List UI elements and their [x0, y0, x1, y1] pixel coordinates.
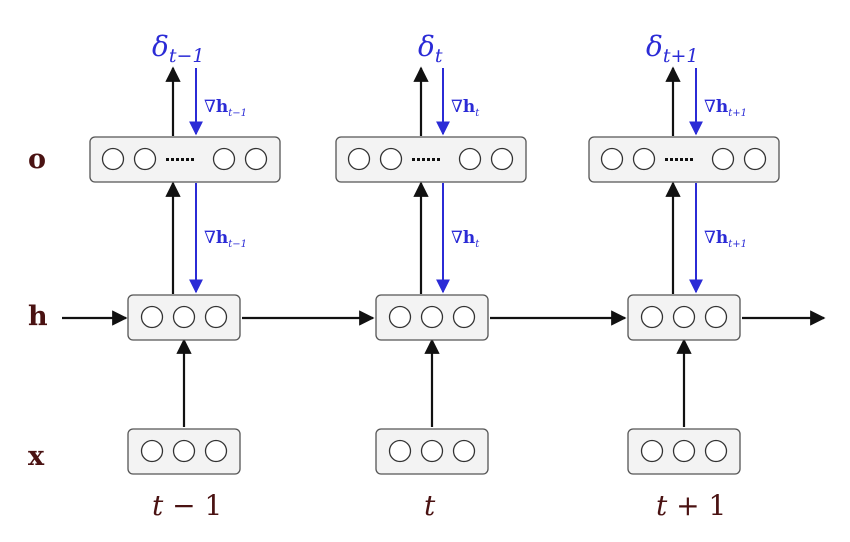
neuron [452, 439, 476, 463]
gradient-label-lower: ∇ht+1 [704, 228, 747, 250]
neuron [600, 147, 624, 171]
neuron [420, 439, 444, 463]
neuron [640, 439, 664, 463]
neuron [133, 147, 157, 171]
neuron [704, 439, 728, 463]
neuron [347, 147, 371, 171]
gradient-label-upper: ∇ht−1 [204, 97, 247, 119]
gradient-label-upper: ∇ht [451, 97, 480, 119]
delta-label: δt−1 [152, 30, 205, 67]
o-box [89, 136, 281, 183]
neuron [420, 305, 444, 329]
neuron [672, 305, 696, 329]
neuron [140, 305, 164, 329]
neuron [204, 439, 228, 463]
neuron [140, 439, 164, 463]
time-step-t: δt ∇ht ∇ht t [335, 30, 527, 522]
neuron [172, 305, 196, 329]
o-box [588, 136, 780, 183]
neuron [388, 439, 412, 463]
neuron [172, 439, 196, 463]
neuron [452, 305, 476, 329]
neuron [632, 147, 656, 171]
delta-label: δt+1 [646, 30, 699, 67]
time-label: t − 1 [152, 489, 222, 522]
ellipsis-dots [412, 158, 440, 161]
neuron [490, 147, 514, 171]
neuron [711, 147, 735, 171]
neuron [458, 147, 482, 171]
neuron [388, 305, 412, 329]
neuron [101, 147, 125, 171]
row-label-h: h [28, 301, 48, 332]
row-label-o: o [28, 144, 46, 175]
neuron [672, 439, 696, 463]
time-step-t-minus-1: δt−1 ∇ht−1 ∇ht−1 t − 1 [89, 30, 281, 522]
o-box [335, 136, 527, 183]
neuron [204, 305, 228, 329]
neuron [704, 305, 728, 329]
row-label-x: x [28, 441, 45, 472]
ellipsis-dots [166, 158, 194, 161]
time-label: t [424, 489, 436, 522]
neuron [743, 147, 767, 171]
gradient-label-lower: ∇ht [451, 228, 480, 250]
delta-label: δt [418, 30, 443, 67]
neuron [244, 147, 268, 171]
neuron [212, 147, 236, 171]
time-step-t-plus-1: δt+1 ∇ht+1 ∇ht+1 t + 1 [588, 30, 780, 522]
time-label: t + 1 [656, 489, 726, 522]
neuron [640, 305, 664, 329]
gradient-label-lower: ∇ht−1 [204, 228, 247, 250]
ellipsis-dots [665, 158, 693, 161]
neuron [379, 147, 403, 171]
gradient-label-upper: ∇ht+1 [704, 97, 747, 119]
